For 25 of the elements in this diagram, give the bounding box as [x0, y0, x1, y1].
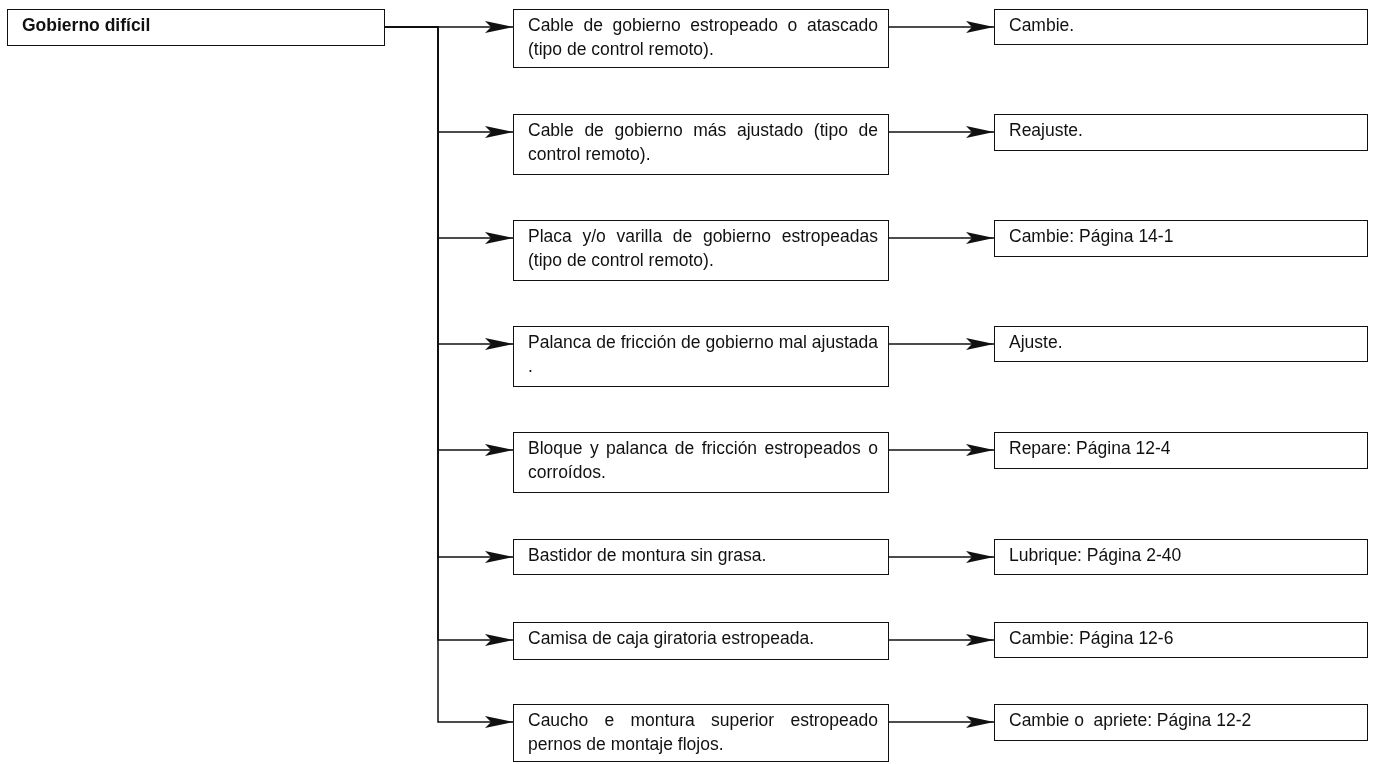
remedy-box: Lubrique: Página 2-40: [994, 539, 1368, 575]
arrow: [888, 551, 995, 563]
arrow: [888, 716, 995, 728]
remedy-box: Repare: Página 12-4: [994, 432, 1368, 469]
symptom-box: Gobierno difícil: [7, 9, 385, 46]
remedy-box: Cambie o apriete: Página 12-2: [994, 704, 1368, 741]
cause-box: Cable de gobierno más ajustado (tipo de control remoto).: [513, 114, 889, 175]
arrow: [888, 21, 995, 33]
arrow: [888, 338, 995, 350]
arrow: [888, 126, 995, 138]
cause-box: Bastidor de montura sin grasa.: [513, 539, 889, 575]
cause-box: Camisa de caja giratoria estropeada.: [513, 622, 889, 660]
remedy-box: Cambie: Página 14-1: [994, 220, 1368, 257]
cause-box: Cable de gobierno estropeado o atascado (tipo de control remoto).: [513, 9, 889, 68]
cause-box: Placa y/o varilla de gobierno estropeadas (tipo de control remoto).: [513, 220, 889, 281]
arrow: [888, 634, 995, 646]
cause-box: Palanca de fricción de gobierno mal ajustada .: [513, 326, 889, 387]
remedy-box: Cambie: Página 12-6: [994, 622, 1368, 658]
cause-box: Caucho e montura superior estropeado pernos de montaje flojos.: [513, 704, 889, 762]
remedy-box: Ajuste.: [994, 326, 1368, 362]
arrow: [888, 232, 995, 244]
remedy-box: Reajuste.: [994, 114, 1368, 151]
cause-box: Bloque y palanca de fricción estropeados o corroídos.: [513, 432, 889, 493]
remedy-box: Cambie.: [994, 9, 1368, 45]
arrow: [888, 444, 995, 456]
